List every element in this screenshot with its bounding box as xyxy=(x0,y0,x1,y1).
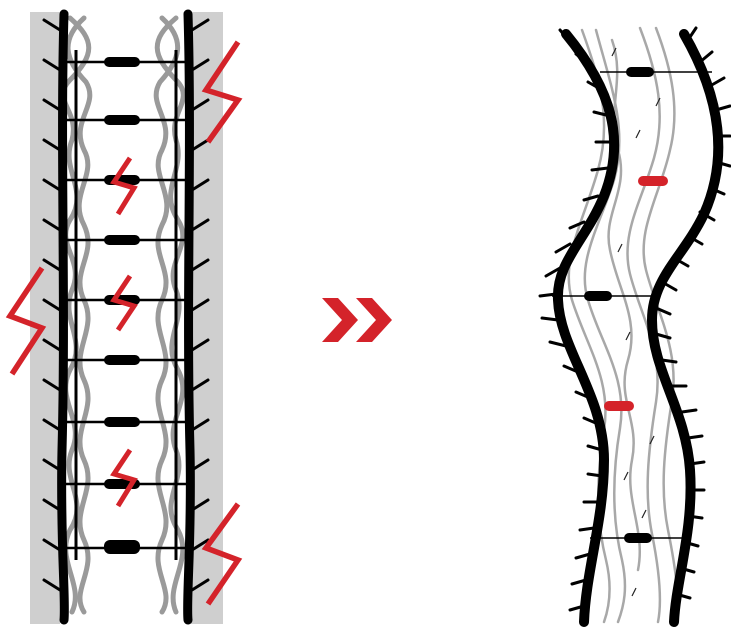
rung-connector xyxy=(104,115,140,125)
red-marker xyxy=(604,401,634,411)
left-rail xyxy=(62,14,65,620)
rung-connector xyxy=(104,355,140,365)
left-spine xyxy=(558,34,614,622)
rung-connector xyxy=(584,291,612,301)
red-marker xyxy=(638,176,668,186)
gray-fibers xyxy=(63,18,183,612)
rung-connector xyxy=(624,533,652,543)
rung-connector xyxy=(104,417,140,427)
rung-connector xyxy=(104,57,140,67)
gray-fibers xyxy=(569,28,678,622)
rung-connector xyxy=(104,540,140,554)
double-chevron-right-icon xyxy=(322,298,392,342)
lightning-icon xyxy=(114,276,134,330)
left-panel xyxy=(10,12,238,624)
rung-connector xyxy=(104,235,140,245)
lightning-icon xyxy=(114,450,134,506)
left-band xyxy=(30,12,60,624)
right-spine xyxy=(652,34,718,622)
rung-connector xyxy=(626,67,654,77)
lightning-icon xyxy=(114,158,134,214)
right-panel xyxy=(540,28,730,622)
right-rail xyxy=(188,14,191,620)
